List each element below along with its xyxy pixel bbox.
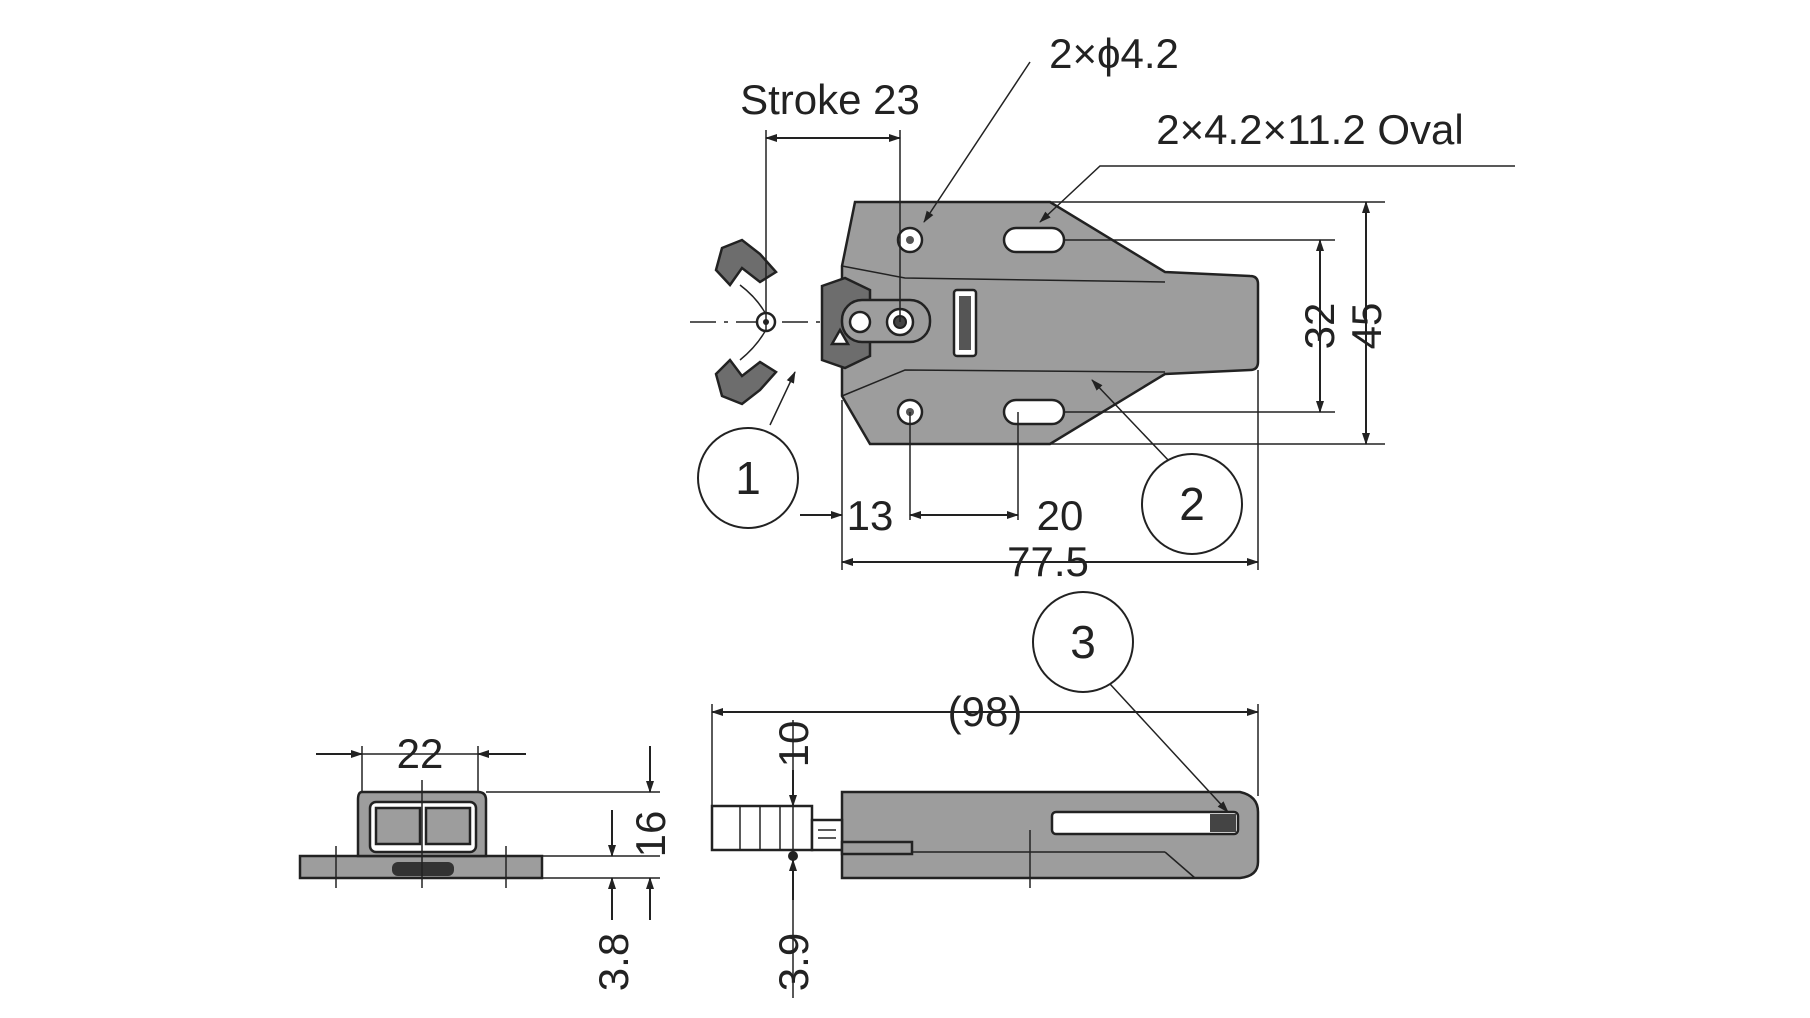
striker-magnet-left [374, 806, 422, 846]
label-98: (98) [948, 688, 1023, 735]
leader-callout-2 [1091, 379, 1171, 463]
round-hole-top-center [906, 236, 914, 244]
body-panel-line-bottom [841, 369, 1166, 397]
striker-view: 22 16 3.8 [298, 730, 674, 991]
callout-1: 1 [697, 427, 799, 529]
triangle-mark [829, 327, 851, 346]
side-body-chamfer [1164, 851, 1196, 879]
callout-2-circle [1141, 453, 1243, 555]
logo-text [959, 296, 971, 350]
callout-2: 2 [1141, 453, 1243, 555]
callout-3: 3 [1032, 591, 1134, 693]
oval-hole-top [1002, 226, 1066, 254]
label-16: 16 [627, 811, 674, 858]
leader-oval-hole [1039, 165, 1515, 223]
striker-magnet-right [424, 806, 472, 846]
label-round-hole: 2×ϕ4.2 [1049, 30, 1179, 77]
label-3-8: 3.8 [590, 933, 637, 991]
label-32: 32 [1296, 303, 1343, 350]
side-magnet [1210, 814, 1236, 832]
callout-3-circle [1032, 591, 1134, 693]
plunger-pin [848, 310, 872, 334]
label-oval-hole: 2×4.2×11.2 Oval [1156, 106, 1463, 153]
side-view: (98) 10 3.9 3 [710, 591, 1260, 998]
side-plunger [710, 804, 814, 852]
main-body [840, 200, 1260, 446]
striker-base-slot [392, 862, 454, 876]
leader-callout-1 [769, 371, 796, 426]
label-10: 10 [770, 721, 817, 768]
dim-10-point [788, 851, 798, 861]
side-front-block [810, 818, 844, 852]
label-20: 20 [1037, 492, 1084, 539]
oval-hole-bottom [1002, 398, 1066, 426]
latch-wing-bottom [714, 358, 778, 406]
body-panel-line-top [841, 265, 1166, 283]
latch-wing-top [714, 238, 778, 287]
leader-round-hole [923, 61, 1031, 223]
callout-2-label: 2 [1179, 478, 1205, 530]
callout-3-label: 3 [1070, 616, 1096, 668]
leader-callout-3 [1109, 683, 1229, 813]
label-45: 45 [1343, 303, 1390, 350]
label-3-9: 3.9 [770, 933, 817, 991]
label-13: 13 [847, 492, 894, 539]
top-view: Stroke 23 2×ϕ4.2 2×4.2×11.2 Oval 32 45 1… [690, 30, 1515, 585]
label-22: 22 [397, 730, 444, 777]
label-stroke: Stroke 23 [740, 76, 920, 123]
callout-1-label: 1 [735, 452, 761, 504]
label-77-5: 77.5 [1007, 538, 1089, 585]
callout-1-circle [697, 427, 799, 529]
side-base-tab [840, 840, 914, 856]
side-slot [1050, 810, 1240, 836]
